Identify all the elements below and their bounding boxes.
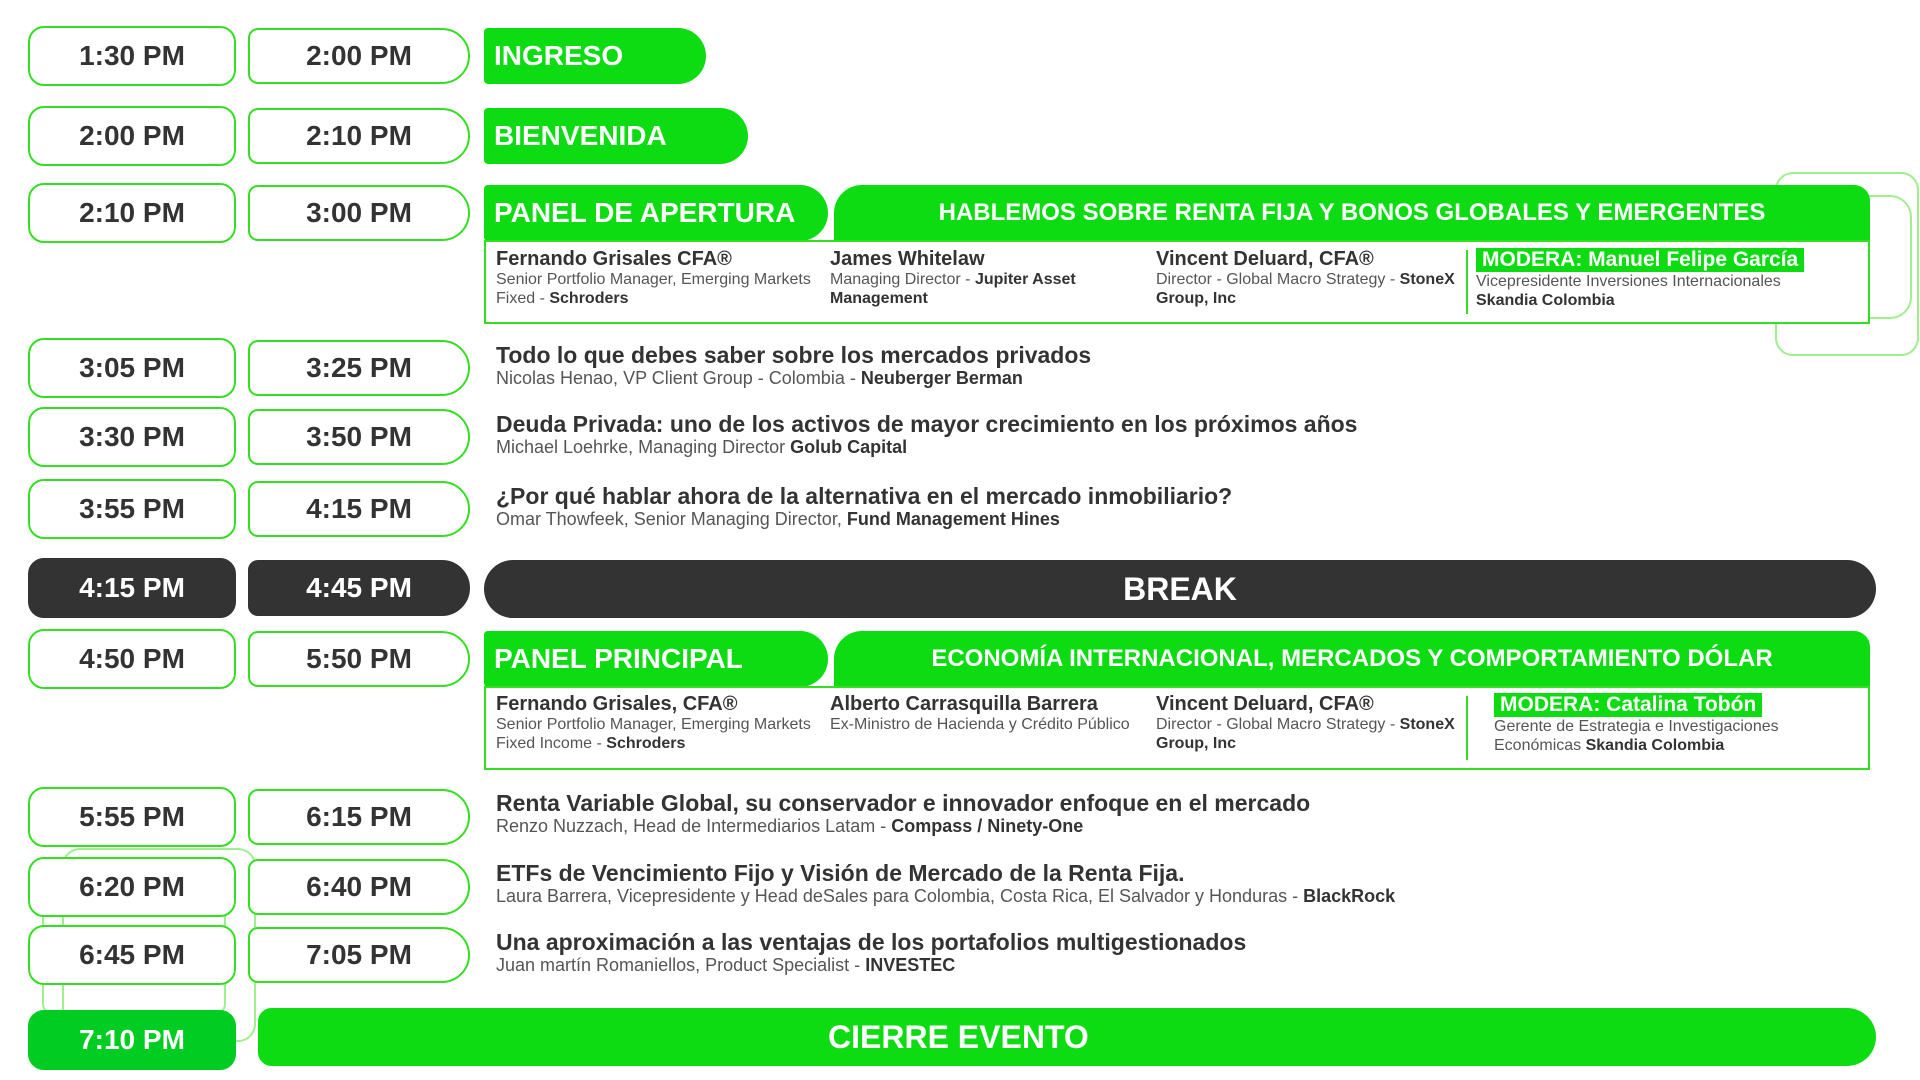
moderator-org: Skandia Colombia <box>1585 737 1725 754</box>
speaker-name: Fernando Grisales, CFA® <box>496 693 738 715</box>
speaker-name: James Whitelaw <box>830 248 985 270</box>
talk-org: Fund Management Hines <box>846 509 1060 529</box>
panel-speakers-box <box>484 240 1870 324</box>
end-time: 2:10 PM <box>248 108 470 164</box>
start-time: 4:50 PM <box>28 629 236 689</box>
talk-speaker: Michael Loehrke, Managing Director Golub… <box>496 437 908 457</box>
panel-topic: HABLEMOS SOBRE RENTA FIJA Y BONOS GLOBAL… <box>938 199 1766 226</box>
moderator-card: MODERA: Manuel Felipe García Vicepreside… <box>1476 248 1856 310</box>
moderator-label: MODERA: Catalina Tobón <box>1494 693 1763 717</box>
moderator-role: Vicepresidente Inversiones Internacional… <box>1476 273 1781 290</box>
panel-title-bar: PANEL PRINCIPAL <box>484 631 828 687</box>
speaker-role: Ex-Ministro de Hacienda y Crédito Públic… <box>830 716 1130 733</box>
session-label: BIENVENIDA <box>494 120 667 151</box>
talk-title: Deuda Privada: uno de los activos de may… <box>496 411 1358 437</box>
talk-title: ¿Por qué hablar ahora de la alternativa … <box>496 483 1233 509</box>
moderator-divider <box>1466 696 1468 760</box>
moderator-divider <box>1466 250 1468 314</box>
end-time: 6:15 PM <box>248 789 470 845</box>
speaker-role: Senior Portfolio Manager, Emerging Marke… <box>496 271 811 307</box>
start-time: 6:45 PM <box>28 925 236 985</box>
start-time: 5:55 PM <box>28 787 236 847</box>
panel-title-bar: PANEL DE APERTURA <box>484 185 828 241</box>
start-time: 3:30 PM <box>28 407 236 467</box>
end-time: 3:00 PM <box>248 185 470 241</box>
end-time: 5:50 PM <box>248 631 470 687</box>
talk-speaker: Omar Thowfeek, Senior Managing Director,… <box>496 509 1060 529</box>
start-time: 7:10 PM <box>28 1010 236 1070</box>
speaker-org: StoneX Group, Inc <box>1156 271 1455 307</box>
end-time: 6:40 PM <box>248 859 470 915</box>
start-time: 3:55 PM <box>28 479 236 539</box>
panel-topic: ECONOMÍA INTERNACIONAL, MERCADOS Y COMPO… <box>931 645 1773 672</box>
talk-title: ETFs de Vencimiento Fijo y Visión de Mer… <box>496 860 1185 886</box>
speaker-name: Fernando Grisales CFA® <box>496 248 732 270</box>
panel-title: PANEL DE APERTURA <box>494 197 796 228</box>
talk-org: Neuberger Berman <box>860 368 1023 388</box>
session-bar-bienvenida: BIENVENIDA <box>484 108 748 164</box>
speaker-role: Director - Global Macro Strategy - <box>1156 716 1396 733</box>
start-time: 2:00 PM <box>28 106 236 166</box>
speaker-name: Vincent Deluard, CFA® <box>1156 248 1374 270</box>
moderator-label: MODERA: Manuel Felipe García <box>1476 248 1805 272</box>
speaker-name: Alberto Carrasquilla Barrera <box>830 693 1098 715</box>
speaker-role: Senior Portfolio Manager, Emerging Marke… <box>496 716 811 752</box>
talk-org: BlackRock <box>1303 886 1396 906</box>
start-time: 6:20 PM <box>28 857 236 917</box>
talk-title: Una aproximación a las ventajas de los p… <box>496 929 1247 955</box>
speaker-role: Managing Director - <box>830 271 971 288</box>
speaker-org: StoneX Group, Inc <box>1156 716 1455 752</box>
moderator-role: Gerente de Estrategia e Investigaciones … <box>1494 718 1779 754</box>
break-bar: BREAK <box>484 560 1876 618</box>
speaker-org: Schroders <box>606 735 686 752</box>
session-label: INGRESO <box>494 40 624 71</box>
moderator-org: Skandia Colombia <box>1476 292 1615 309</box>
panel-title: PANEL PRINCIPAL <box>494 643 743 674</box>
speaker-card: Fernando Grisales, CFA® Senior Portfolio… <box>496 693 816 753</box>
talk-speaker: Nicolas Henao, VP Client Group - Colombi… <box>496 368 1023 388</box>
session-bar-ingreso: INGRESO <box>484 28 706 84</box>
talk-speaker: Juan martín Romaniellos, Product Special… <box>496 955 956 975</box>
speaker-role: Director - Global Macro Strategy - <box>1156 271 1396 288</box>
talk-speaker: Renzo Nuzzach, Head de Intermediarios La… <box>496 816 1084 836</box>
talk-speaker: Laura Barrera, Vicepresidente y Head deS… <box>496 886 1396 906</box>
start-time: 4:15 PM <box>28 558 236 618</box>
speaker-org: Schroders <box>549 290 629 307</box>
panel-topic-bar: HABLEMOS SOBRE RENTA FIJA Y BONOS GLOBAL… <box>834 185 1870 241</box>
break-label: BREAK <box>1123 570 1237 607</box>
talk-title: Todo lo que debes saber sobre los mercad… <box>496 342 1092 368</box>
moderator-card: MODERA: Catalina Tobón Gerente de Estrat… <box>1494 693 1854 755</box>
panel-topic-bar: ECONOMÍA INTERNACIONAL, MERCADOS Y COMPO… <box>834 631 1870 687</box>
end-time: 7:05 PM <box>248 927 470 983</box>
speaker-card: James Whitelaw Managing Director - Jupit… <box>830 248 1130 308</box>
speaker-card: Alberto Carrasquilla Barrera Ex-Ministro… <box>830 693 1130 734</box>
start-time: 2:10 PM <box>28 183 236 243</box>
talk-org: INVESTEC <box>865 955 956 975</box>
end-time: 4:45 PM <box>248 560 470 616</box>
talk-org: Golub Capital <box>790 437 908 457</box>
start-time: 3:05 PM <box>28 338 236 398</box>
speaker-name: Vincent Deluard, CFA® <box>1156 693 1374 715</box>
end-time: 2:00 PM <box>248 28 470 84</box>
closing-label: CIERRE EVENTO <box>828 1018 1089 1055</box>
speaker-card: Vincent Deluard, CFA® Director - Global … <box>1156 693 1456 753</box>
end-time: 4:15 PM <box>248 481 470 537</box>
talk-title: Renta Variable Global, su conservador e … <box>496 790 1311 816</box>
end-time: 3:50 PM <box>248 409 470 465</box>
closing-bar: CIERRE EVENTO <box>258 1008 1876 1066</box>
end-time: 3:25 PM <box>248 340 470 396</box>
speaker-card: Fernando Grisales CFA® Senior Portfolio … <box>496 248 816 308</box>
speaker-card: Vincent Deluard, CFA® Director - Global … <box>1156 248 1456 308</box>
start-time: 1:30 PM <box>28 26 236 86</box>
talk-org: Compass / Ninety-One <box>891 816 1084 836</box>
speaker-org: Jupiter Asset Management <box>830 271 1076 307</box>
